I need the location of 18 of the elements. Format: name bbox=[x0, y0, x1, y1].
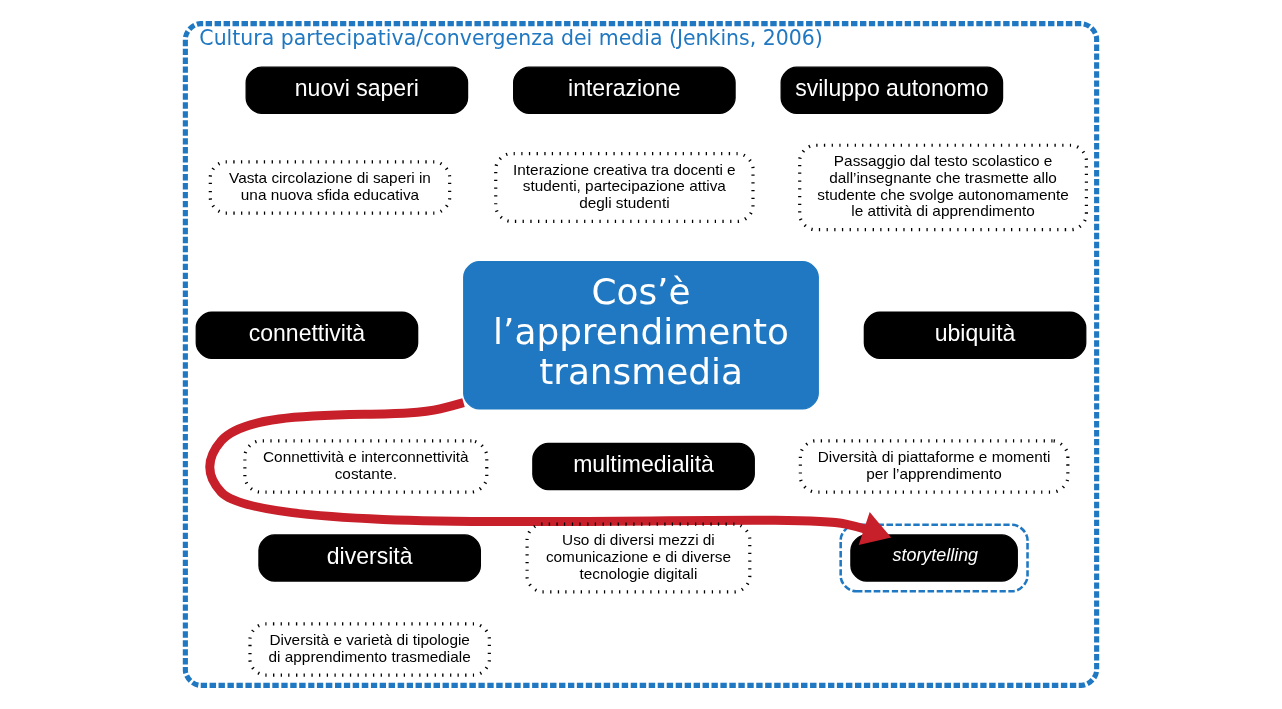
node-box: ubiquità bbox=[863, 311, 1087, 359]
arrow bbox=[205, 398, 892, 546]
node-box: Passaggio dal testo scolastico e dall’insegnante che trasmette allo studente che svolge autonomamente le attività di apprendimento bbox=[798, 143, 1088, 232]
node-box: Diversità e varietà di tipologie di apprendimento trasmediale bbox=[248, 622, 491, 677]
cluster bbox=[839, 523, 1029, 593]
node-box: Vasta circolazione di saperi in una nuova sfida educativa bbox=[208, 160, 452, 215]
node-box: multimedialità bbox=[532, 442, 755, 491]
node-box: Interazione creativa tra docenti e studenti, partecipazione attiva degli studenti bbox=[494, 151, 755, 223]
node-box: Cos’è l’apprendimento transmedia bbox=[463, 261, 819, 410]
node-box: Diversità di piattaforme e momenti per l’apprendimento bbox=[798, 439, 1070, 494]
node-box: interazione bbox=[513, 66, 736, 114]
node-box: storytelling bbox=[850, 534, 1018, 582]
node-box: nuovi saperi bbox=[245, 66, 469, 114]
node-box: sviluppo autonomo bbox=[780, 66, 1004, 114]
node-box: Uso di diversi mezzi di comunicazione e di diverse tecnologie digitali bbox=[525, 522, 752, 594]
node-box: Connettività e interconnettività costante. bbox=[243, 439, 489, 494]
node-box: connettività bbox=[195, 311, 419, 359]
node-box: diversità bbox=[258, 534, 481, 582]
